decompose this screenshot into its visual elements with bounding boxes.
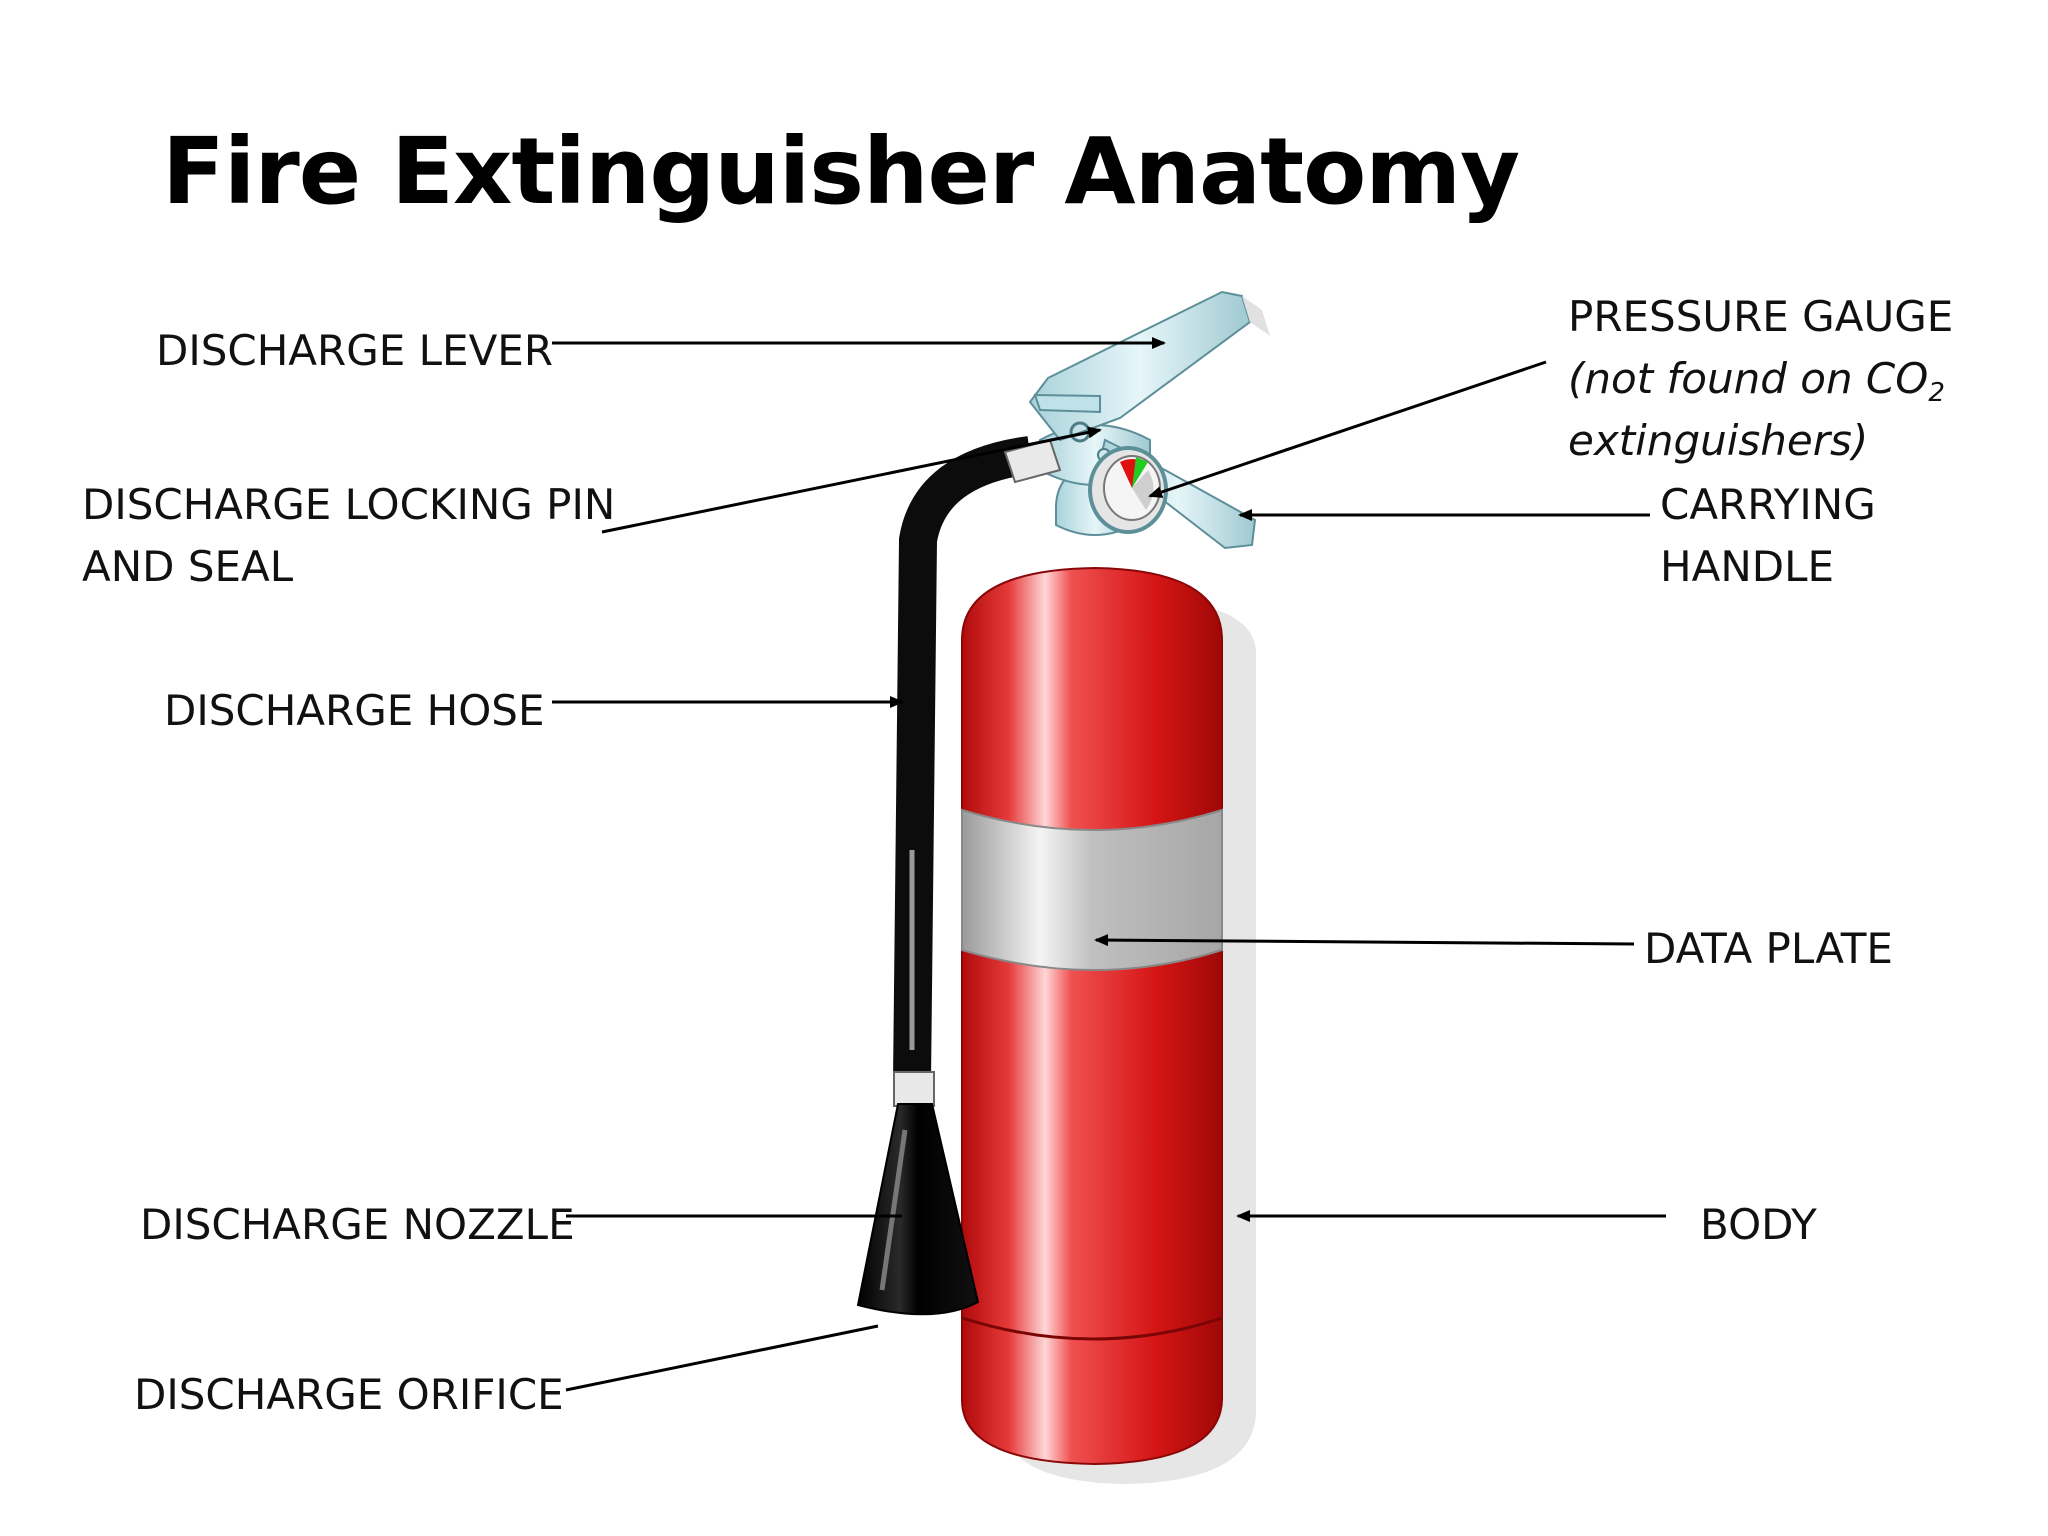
gauge-note-prefix: (not found on CO bbox=[1568, 354, 1929, 403]
gauge-note-subscript: 2 bbox=[1928, 377, 1945, 408]
label-locking-pin-line1: DISCHARGE LOCKING PIN bbox=[82, 480, 616, 529]
body-bottom-ring bbox=[961, 1316, 1223, 1341]
leader-data-plate bbox=[1094, 934, 1635, 947]
label-pressure-gauge: PRESSURE GAUGE (not found on CO2 extingu… bbox=[1568, 286, 1953, 472]
nozzle-cone bbox=[856, 1103, 980, 1316]
label-discharge-hose: DISCHARGE HOSE bbox=[164, 686, 545, 735]
label-discharge-nozzle: DISCHARGE NOZZLE bbox=[140, 1200, 575, 1249]
gauge-gray-sector bbox=[1132, 470, 1154, 510]
gauge-green-sector bbox=[1132, 457, 1148, 488]
label-pressure-gauge-note-line2: extinguishers) bbox=[1568, 416, 1869, 465]
label-discharge-lever: DISCHARGE LEVER bbox=[156, 326, 554, 375]
lever-top-plate bbox=[1033, 393, 1101, 414]
leader-discharge-orifice bbox=[565, 1324, 879, 1392]
data-plate-band bbox=[961, 808, 1223, 971]
discharge-lever-shape bbox=[1028, 290, 1252, 442]
nozzle-highlight bbox=[879, 1129, 908, 1291]
diagram-title: Fire Extinguisher Anatomy bbox=[162, 118, 1520, 225]
label-discharge-orifice: DISCHARGE ORIFICE bbox=[134, 1370, 564, 1419]
hose-ferrule bbox=[893, 1071, 935, 1107]
label-pressure-gauge-line1: PRESSURE GAUGE bbox=[1568, 292, 1954, 341]
leader-locking-pin bbox=[601, 426, 1102, 534]
label-data-plate: DATA PLATE bbox=[1644, 924, 1893, 973]
label-locking-pin-line2: AND SEAL bbox=[82, 542, 294, 591]
label-carrying-handle-line2: HANDLE bbox=[1660, 542, 1835, 591]
leader-pressure-gauge bbox=[1148, 360, 1547, 498]
body-cylinder bbox=[961, 566, 1223, 1466]
hose-tube bbox=[893, 436, 1033, 1081]
label-body: BODY bbox=[1700, 1200, 1817, 1249]
label-carrying-handle: CARRYING HANDLE bbox=[1660, 474, 1876, 598]
label-carrying-handle-line1: CARRYING bbox=[1660, 480, 1876, 529]
label-pressure-gauge-note: (not found on CO2 bbox=[1568, 348, 1953, 410]
lever-shadow bbox=[1242, 296, 1270, 336]
label-locking-pin: DISCHARGE LOCKING PIN AND SEAL bbox=[82, 474, 615, 598]
